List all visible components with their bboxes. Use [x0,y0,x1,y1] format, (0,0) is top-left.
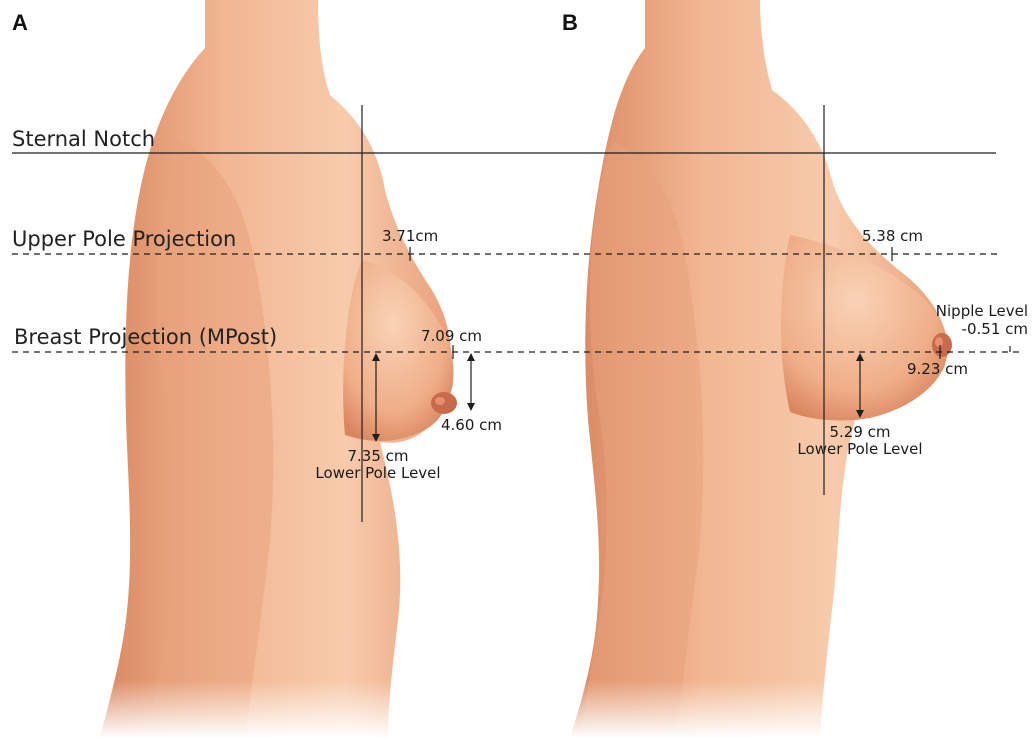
upper-pole-projection-label: Upper Pole Projection [12,227,236,251]
torso-b [570,0,952,738]
b-lower-pole-block: 5.29 cm Lower Pole Level [784,424,936,458]
b-lower-pole-label: Lower Pole Level [784,441,936,458]
torso-a [100,0,457,738]
b-upper-pole-value: 5.38 cm [862,227,923,245]
a-breast-projection-value: 7.09 cm [421,327,482,345]
a-lower-pole-block: 7.35 cm Lower Pole Level [302,448,454,482]
a-nipple-drop-value: 4.60 cm [441,416,502,434]
b-nipple-level-block: Nipple Level -0.51 cm [910,302,1028,338]
b-nipple-level-label: Nipple Level [910,302,1028,320]
a-upper-pole-value: 3.71cm [382,227,438,245]
b-breast-projection-value: 9.23 cm [907,360,968,378]
sternal-notch-label: Sternal Notch [12,127,155,151]
breast-projection-label: Breast Projection (MPost) [14,325,277,349]
a-lower-pole-label: Lower Pole Level [302,465,454,482]
a-lower-pole-value: 7.35 cm [302,448,454,465]
b-nipple-level-value: -0.51 cm [910,320,1028,338]
panel-label-b: B [562,10,578,36]
panel-label-a: A [12,10,28,36]
b-lower-pole-value: 5.29 cm [784,424,936,441]
